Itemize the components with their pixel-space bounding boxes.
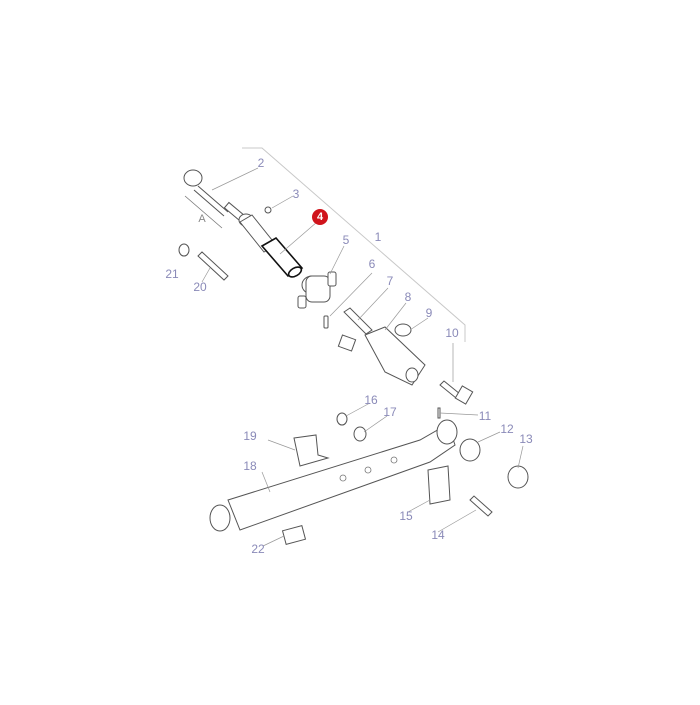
part-21-ring xyxy=(178,243,190,257)
part-14-bolt xyxy=(469,495,493,517)
dimension-line-a xyxy=(184,195,223,229)
callout-19[interactable]: 19 xyxy=(243,429,257,443)
part-7-threaded-rod xyxy=(337,307,373,352)
part-19-bracket xyxy=(293,434,330,467)
part-2-link-end xyxy=(183,169,245,222)
part-10-bolt xyxy=(439,380,474,405)
part-16-nut xyxy=(336,412,348,426)
callout-8[interactable]: 8 xyxy=(404,290,412,304)
callout-18[interactable]: 18 xyxy=(243,459,257,473)
leader-lines xyxy=(201,167,524,547)
part-17-bush xyxy=(353,426,367,442)
callout-12[interactable]: 12 xyxy=(500,422,514,436)
dimension-label-a: A xyxy=(198,213,206,225)
callout-4-highlighted[interactable]: 4 xyxy=(312,209,328,225)
callout-5[interactable]: 5 xyxy=(342,233,350,247)
callout-9[interactable]: 9 xyxy=(425,306,433,320)
part-4-sleeve xyxy=(260,236,304,278)
callout-13[interactable]: 13 xyxy=(519,432,533,446)
callout-20[interactable]: 20 xyxy=(193,280,207,294)
callout-16[interactable]: 16 xyxy=(364,393,378,407)
callout-21[interactable]: 21 xyxy=(165,267,179,281)
part-9-clip xyxy=(394,323,412,337)
callout-17[interactable]: 17 xyxy=(383,405,397,419)
part-5-swivel-block xyxy=(297,271,337,309)
part-12-bushing xyxy=(459,438,481,462)
part-20-pin xyxy=(197,251,229,281)
callout-22[interactable]: 22 xyxy=(251,542,265,556)
part-22-decal xyxy=(281,525,307,545)
callout-1[interactable]: 1 xyxy=(374,230,382,244)
part-11-spring-pin xyxy=(437,407,441,419)
callout-15[interactable]: 15 xyxy=(399,509,413,523)
callout-14[interactable]: 14 xyxy=(431,528,445,542)
callout-3[interactable]: 3 xyxy=(292,187,300,201)
part-3-grease-nipple xyxy=(264,206,272,214)
part-18-lower-link xyxy=(209,419,458,532)
callout-6[interactable]: 6 xyxy=(368,257,376,271)
part-8-clevis xyxy=(364,326,426,386)
part-6-pin xyxy=(323,315,329,329)
callout-11[interactable]: 11 xyxy=(478,409,492,423)
assembly-bracket xyxy=(242,147,466,342)
callout-7[interactable]: 7 xyxy=(386,274,394,288)
part-13-bushing xyxy=(507,465,529,489)
callout-2[interactable]: 2 xyxy=(257,156,265,170)
part-15-bracket xyxy=(427,465,451,505)
callout-10[interactable]: 10 xyxy=(445,326,459,340)
